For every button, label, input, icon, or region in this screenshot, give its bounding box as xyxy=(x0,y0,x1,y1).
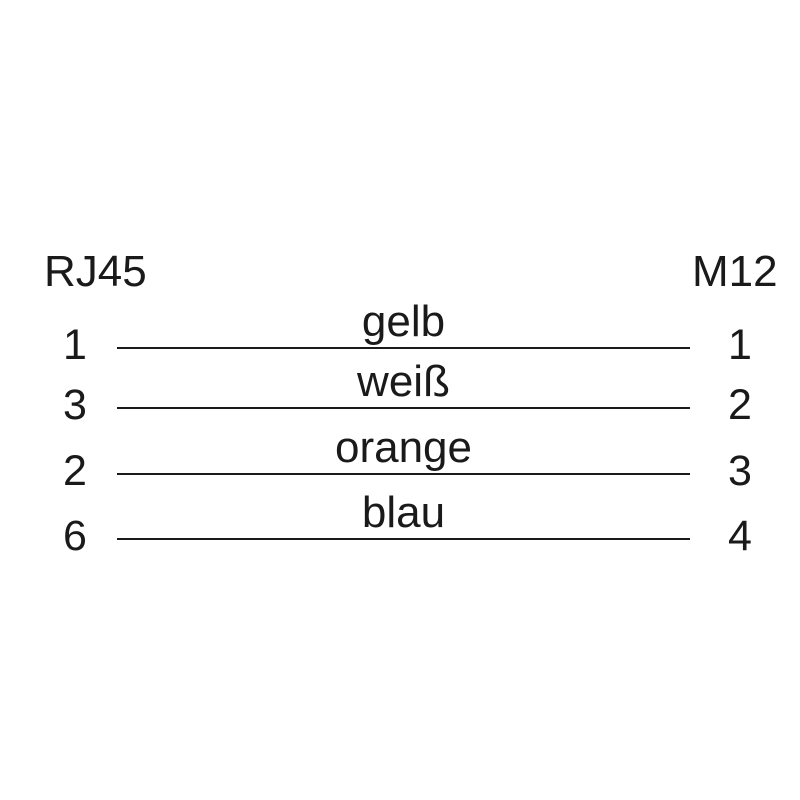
wire-line xyxy=(117,538,690,540)
rj45-connector-header: RJ45 xyxy=(44,247,147,296)
wire-color-label: blau xyxy=(361,488,446,537)
m12-pin-number: 4 xyxy=(728,512,752,560)
rj45-pin-number: 6 xyxy=(63,512,87,560)
wire-line xyxy=(117,347,690,349)
m12-connector-header: M12 xyxy=(692,247,778,296)
wire-line xyxy=(117,407,690,409)
m12-pin-number: 3 xyxy=(728,447,752,495)
rj45-pin-number: 2 xyxy=(63,447,87,495)
m12-pin-number: 1 xyxy=(728,321,752,369)
wire-color-label: gelb xyxy=(361,297,446,346)
wire-line xyxy=(117,473,690,475)
wire-color-label: orange xyxy=(334,423,472,472)
rj45-pin-number: 1 xyxy=(63,321,87,369)
rj45-pin-number: 3 xyxy=(63,381,87,429)
m12-pin-number: 2 xyxy=(728,381,752,429)
wire-color-label: weiß xyxy=(357,357,450,406)
